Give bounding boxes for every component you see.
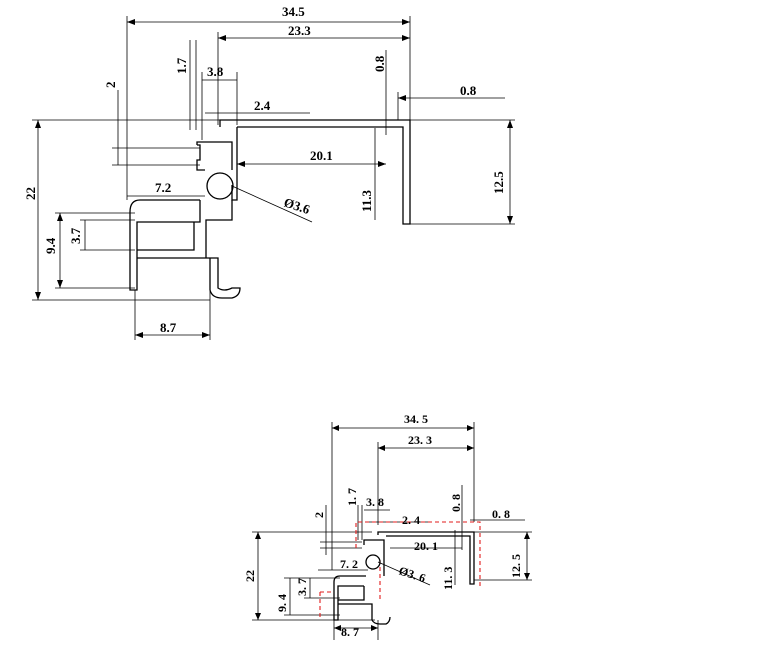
dim-total-height: 22: [23, 187, 38, 200]
bottom-profile-outline: [333, 531, 475, 625]
dim-channel-height-small: 3. 7: [295, 578, 309, 596]
dim-gap-small: 2. 4: [402, 513, 420, 527]
dim-base-width: 8.7: [160, 320, 177, 335]
dim-slot-width: 3.8: [207, 64, 224, 79]
dim-wall-thickness-small: 0. 8: [449, 494, 463, 512]
dim-flange-thickness: 0.8: [460, 83, 477, 98]
dim-leg-height-small: 12. 5: [509, 554, 523, 578]
dim-overall-width-small: 34. 5: [404, 412, 428, 426]
top-dimension-lines: [32, 16, 515, 340]
top-profile-drawing: 34.5 23.3 3.8 2.4 0.8 20.1 Ø3.6 7.2 8.7 …: [23, 4, 515, 340]
bottom-arrowheads: [255, 425, 530, 631]
bottom-dimension-lines: [252, 422, 532, 640]
dim-step: 7.2: [155, 180, 171, 195]
dim-gap: 2.4: [254, 98, 271, 113]
dim-lip-height: 1.7: [174, 57, 189, 74]
dim-inner-width: 20.1: [310, 148, 333, 163]
bottom-red-highlight: [319, 521, 481, 618]
bottom-profile-drawing: 34. 5 23. 3 3. 8 2. 4 0. 8 20. 1 Ø3. 6 7…: [243, 412, 532, 640]
dim-step-two: 2: [103, 82, 118, 89]
dim-slot-width-small: 3. 8: [366, 495, 384, 509]
dim-top-width: 23.3: [288, 23, 311, 38]
dim-top-width-small: 23. 3: [408, 433, 432, 447]
dim-channel-height: 3.7: [68, 227, 83, 244]
dim-lower-height: 9.4: [43, 237, 58, 254]
dim-leg-height: 12.5: [491, 171, 506, 194]
dim-total-height-small: 22: [243, 570, 257, 582]
dim-diameter: Ø3.6: [282, 195, 312, 218]
dim-inner-height: 11.3: [359, 189, 374, 212]
dim-step-small: 7. 2: [340, 557, 358, 571]
dim-inner-height-small: 11. 3: [441, 567, 455, 590]
dim-overall-width: 34.5: [282, 4, 305, 19]
top-profile-outline: [129, 119, 411, 299]
dim-base-width-small: 8. 7: [341, 625, 359, 639]
dim-wall-thickness: 0.8: [372, 55, 387, 72]
top-arrowheads: [35, 19, 513, 338]
dim-inner-width-small: 20. 1: [414, 539, 438, 553]
dim-lower-height-small: 9. 4: [275, 594, 289, 612]
dim-flange-thickness-small: 0. 8: [492, 507, 510, 521]
dim-step-two-small: 2: [312, 512, 326, 518]
dim-lip-height-small: 1. 7: [345, 488, 359, 506]
dim-diameter-small: Ø3. 6: [397, 564, 427, 586]
